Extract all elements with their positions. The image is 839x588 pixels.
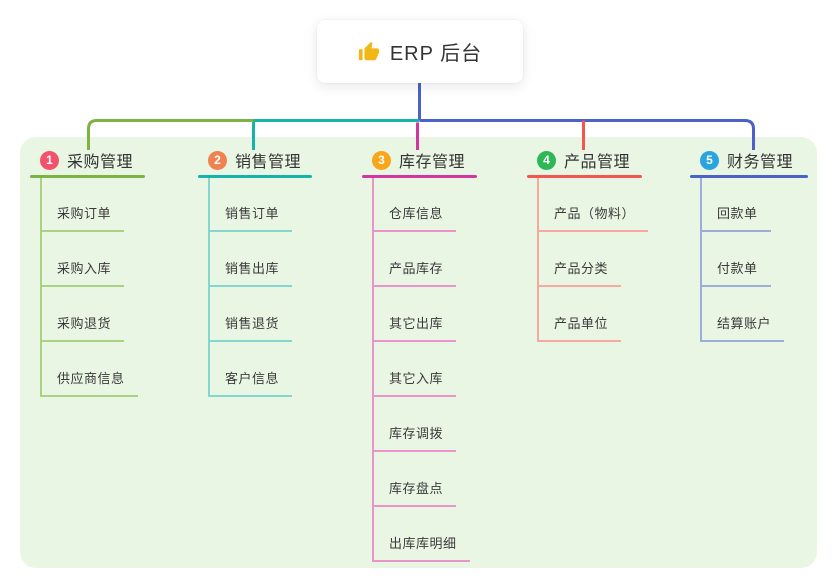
branch-node-2[interactable]: 2 销售管理 <box>208 149 301 171</box>
children-connector-line <box>208 178 210 396</box>
child-node-label: 客户信息 <box>208 371 293 397</box>
child-node[interactable]: 销售出库 <box>208 260 293 287</box>
branch-underline <box>527 175 642 178</box>
child-node[interactable]: 供应商信息 <box>40 370 138 397</box>
child-node-label: 产品库存 <box>372 261 457 287</box>
child-node[interactable]: 产品库存 <box>372 260 457 287</box>
child-node-label: 回款单 <box>700 206 771 232</box>
branch-node-1[interactable]: 1 采购管理 <box>40 149 133 171</box>
branch-title: 采购管理 <box>67 154 134 171</box>
child-node-label: 销售订单 <box>208 206 293 232</box>
child-node[interactable]: 库存调拨 <box>372 425 457 452</box>
child-node[interactable]: 付款单 <box>700 260 771 287</box>
child-node-label: 库存调拨 <box>372 426 457 452</box>
branch-node-5[interactable]: 5 财务管理 <box>700 149 793 171</box>
thumbs-up-icon <box>358 41 379 60</box>
children-connector-line <box>40 178 42 396</box>
child-node[interactable]: 回款单 <box>700 205 771 232</box>
child-node-label: 产品单位 <box>537 316 622 342</box>
child-node-label: 仓库信息 <box>372 206 457 232</box>
child-node[interactable]: 客户信息 <box>208 370 293 397</box>
child-node[interactable]: 采购订单 <box>40 205 125 232</box>
branch-number-badge: 1 <box>40 150 59 170</box>
branch-title: 财务管理 <box>727 154 794 171</box>
child-node-label: 库存盘点 <box>372 481 457 507</box>
branch-node-3[interactable]: 3 库存管理 <box>372 149 465 171</box>
branch-number-badge: 3 <box>372 150 391 170</box>
child-node-label: 产品（物料） <box>537 206 649 232</box>
child-node[interactable]: 出库库明细 <box>372 535 470 562</box>
child-node-label: 采购退货 <box>40 316 125 342</box>
branch-number-badge: 4 <box>537 150 556 170</box>
branch-number-badge: 5 <box>700 150 719 170</box>
child-node-label: 产品分类 <box>537 261 622 287</box>
child-node[interactable]: 其它出库 <box>372 315 457 342</box>
child-node-label: 采购入库 <box>40 261 125 287</box>
child-node[interactable]: 采购退货 <box>40 315 125 342</box>
branch-node-4[interactable]: 4 产品管理 <box>537 149 630 171</box>
branch-title: 库存管理 <box>399 154 466 171</box>
child-node[interactable]: 销售订单 <box>208 205 293 232</box>
children-connector-line <box>372 178 374 561</box>
child-node[interactable]: 销售退货 <box>208 315 293 342</box>
child-node[interactable]: 产品（物料） <box>537 205 649 232</box>
children-connector-line <box>700 178 702 341</box>
children-connector-line <box>537 178 539 341</box>
root-node[interactable]: ERP 后台 <box>317 20 523 83</box>
child-node[interactable]: 仓库信息 <box>372 205 457 232</box>
child-node-label: 采购订单 <box>40 206 125 232</box>
branch-underline <box>362 175 477 178</box>
child-node-label: 其它入库 <box>372 371 457 397</box>
child-node-label: 出库库明细 <box>372 536 470 562</box>
child-node[interactable]: 产品单位 <box>537 315 622 342</box>
branches-panel <box>20 137 817 568</box>
child-node-label: 付款单 <box>700 261 771 287</box>
branch-underline <box>30 175 145 178</box>
child-node[interactable]: 库存盘点 <box>372 480 457 507</box>
branch-number-badge: 2 <box>208 150 227 170</box>
child-node[interactable]: 采购入库 <box>40 260 125 287</box>
child-node-label: 销售出库 <box>208 261 293 287</box>
branch-title: 销售管理 <box>235 154 302 171</box>
child-node[interactable]: 结算账户 <box>700 315 785 342</box>
child-node-label: 供应商信息 <box>40 371 138 397</box>
child-node-label: 销售退货 <box>208 316 293 342</box>
branch-underline <box>690 175 808 178</box>
child-node[interactable]: 其它入库 <box>372 370 457 397</box>
root-node-title: ERP 后台 <box>389 43 483 65</box>
child-node-label: 其它出库 <box>372 316 457 342</box>
child-node[interactable]: 产品分类 <box>537 260 622 287</box>
branch-underline <box>198 175 312 178</box>
child-node-label: 结算账户 <box>700 316 785 342</box>
branch-title: 产品管理 <box>564 154 631 171</box>
